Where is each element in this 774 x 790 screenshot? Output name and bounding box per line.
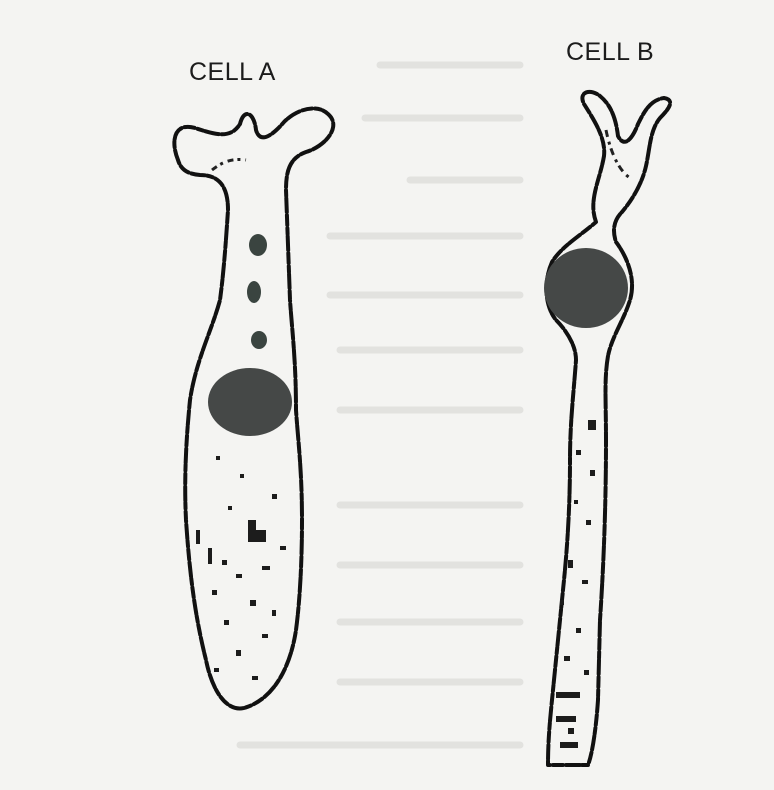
- cell-b-label: CELL B: [566, 38, 654, 67]
- cell-b: [544, 92, 670, 765]
- cell-a-granules: [196, 456, 286, 680]
- cell-a-organelle-1: [249, 234, 267, 256]
- cell-a-organelle-3: [251, 331, 267, 349]
- cell-a-label: CELL A: [189, 58, 276, 87]
- cell-a: [174, 108, 333, 708]
- cell-b-nucleus: [544, 248, 628, 328]
- cell-a-organelle-2: [247, 281, 261, 303]
- cell-b-outline: [546, 92, 670, 765]
- cell-a-inner-line: [212, 159, 246, 170]
- cell-a-nucleus: [208, 368, 292, 436]
